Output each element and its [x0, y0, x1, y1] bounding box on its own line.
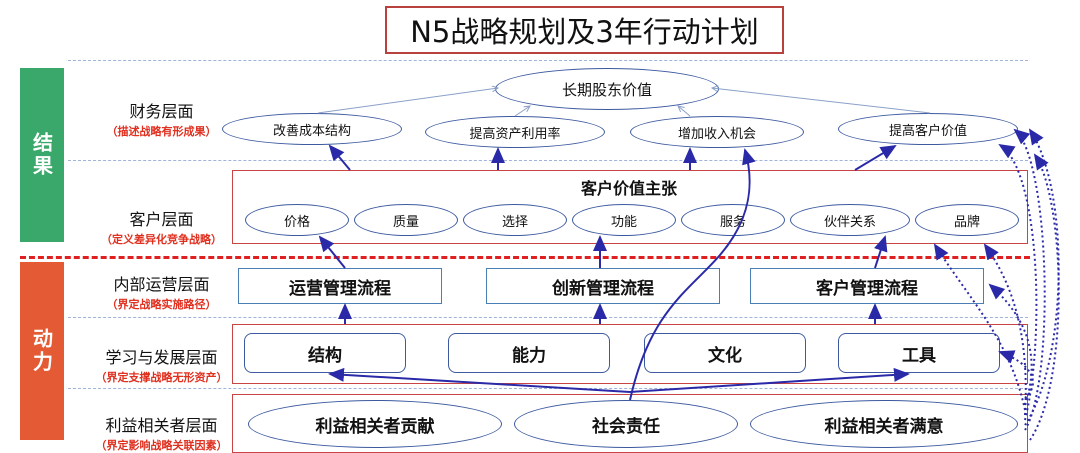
- dotted-arrow: [933, 243, 1026, 411]
- layer-name: 内部运营层面: [113, 275, 210, 294]
- link-line: [678, 106, 691, 117]
- drive-side-bar: 动力: [20, 262, 64, 440]
- diagram-title: N5战略规划及3年行动计划: [385, 6, 784, 54]
- customer-attribute-node: 品牌: [915, 204, 1019, 236]
- shareholder-value-node: 长期股东价值: [495, 68, 719, 110]
- separator-line: [68, 60, 1028, 61]
- layer-customer: 客户层面 （定义差异化竞争战略）: [64, 206, 259, 247]
- layer-internal: 内部运营层面 （界定战略实施路径）: [64, 271, 259, 312]
- customer-attribute-node: 伙伴关系: [790, 204, 910, 236]
- layer-name: 客户层面: [129, 210, 194, 229]
- financial-node: 提高资产利用率: [425, 116, 605, 148]
- layer-desc: （界定支撑战略无形资产）: [95, 371, 228, 384]
- arrow: [318, 235, 346, 269]
- result-drive-divider: [20, 256, 1030, 259]
- solid-arrows: [318, 144, 910, 401]
- dotted-arrow: [1029, 153, 1060, 441]
- customer-attribute-node: 选择: [463, 204, 567, 236]
- stakeholder-node: 利益相关者满意: [750, 400, 1018, 448]
- link-line: [317, 88, 498, 114]
- dotted-arrow: [988, 283, 1033, 406]
- financial-node: 提高客户价值: [838, 113, 1018, 145]
- layer-name: 财务层面: [129, 102, 194, 121]
- dotted-arrows: [933, 128, 1060, 441]
- financial-node: 增加收入机会: [630, 116, 804, 148]
- result-side-bar: 结果: [20, 68, 64, 242]
- stakeholder-node: 社会责任: [514, 400, 738, 448]
- process-box: 客户管理流程: [750, 268, 984, 304]
- link-line: [514, 106, 530, 117]
- financial-node: 改善成本结构: [222, 113, 402, 145]
- separator-line: [68, 160, 1028, 161]
- layer-name: 学习与发展层面: [105, 348, 218, 367]
- link-line: [712, 88, 931, 114]
- arrow: [328, 367, 631, 393]
- separator-line: [68, 317, 1028, 318]
- customer-attribute-node: 价格: [245, 204, 349, 236]
- arrow: [629, 148, 756, 401]
- value-proposition-heading: 客户价值主张: [580, 179, 677, 198]
- layer-desc: （界定战略实施路径）: [106, 298, 217, 311]
- layer-learning: 学习与发展层面 （界定支撑战略无形资产）: [64, 344, 259, 385]
- process-box: 运营管理流程: [238, 268, 442, 304]
- customer-attribute-node: 质量: [354, 204, 458, 236]
- layer-name: 利益相关者层面: [105, 416, 218, 435]
- separator-line: [68, 388, 1028, 389]
- capability-node: 结构: [244, 333, 406, 373]
- layer-financial: 财务层面 （描述战略有形成果）: [64, 98, 259, 139]
- process-box: 创新管理流程: [486, 268, 720, 304]
- arrow: [629, 367, 910, 393]
- arrow: [854, 144, 897, 171]
- customer-attribute-node: 功能: [572, 204, 676, 236]
- layer-stakeholder: 利益相关者层面 （界定影响战略关联因素）: [64, 412, 259, 453]
- layer-desc: （描述战略有形成果）: [106, 125, 217, 138]
- arrow: [874, 235, 888, 269]
- layer-desc: （界定影响战略关联因素）: [95, 439, 228, 452]
- layer-desc: （定义差异化竞争战略）: [101, 233, 222, 246]
- drive-label: 动力: [29, 328, 54, 374]
- stakeholder-node: 利益相关者贡献: [248, 400, 502, 448]
- dotted-arrow: [998, 143, 1038, 421]
- capability-node: 能力: [448, 333, 610, 373]
- dotted-arrow: [1024, 128, 1060, 426]
- dotted-arrow: [998, 350, 1034, 399]
- financial-links: [317, 88, 931, 117]
- capability-node: 工具: [838, 333, 1000, 373]
- result-label: 结果: [29, 132, 54, 178]
- arrow: [328, 144, 351, 171]
- capability-node: 文化: [644, 333, 806, 373]
